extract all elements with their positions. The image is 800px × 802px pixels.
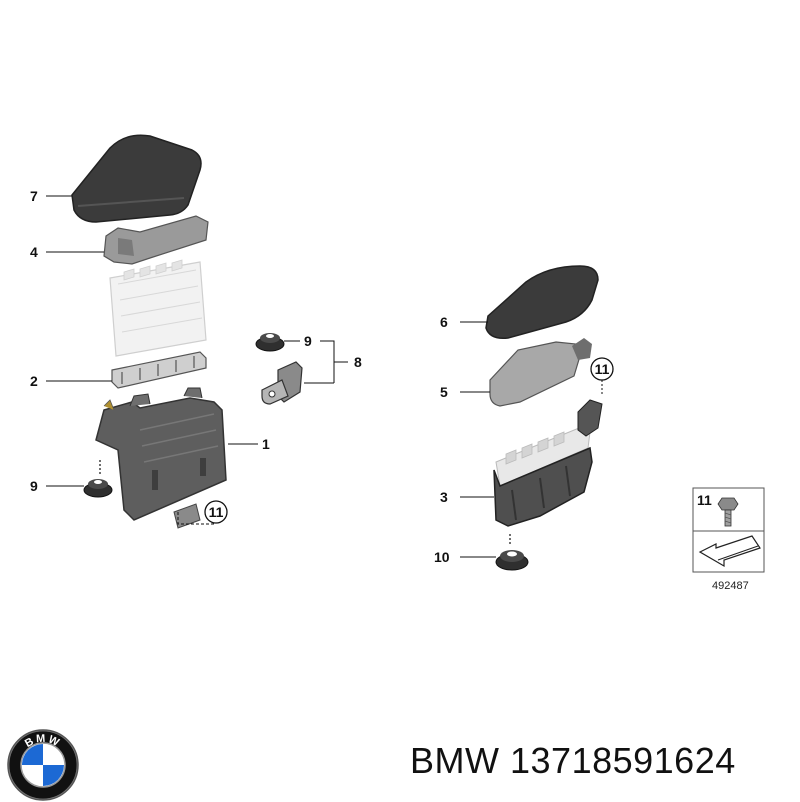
callout-11-right: 11 (595, 361, 610, 377)
part-3-carrier (493, 399, 603, 527)
svg-text:BMW: BMW (23, 733, 63, 750)
callout-11a-circle (204, 500, 228, 524)
callout-2: 2 (30, 373, 38, 389)
part-5-bracket (489, 338, 592, 407)
part-2-rail (111, 351, 207, 389)
part-8-holder (261, 361, 303, 405)
callout-6: 6 (440, 314, 448, 330)
callout-11-left: 11 (209, 504, 224, 520)
part-number-label: BMW 13718591624 (410, 740, 736, 782)
footer-part-number: 13718591624 (510, 740, 736, 781)
callout-10: 10 (434, 549, 450, 565)
bmw-logo-icon: BMW (7, 729, 79, 801)
part-6-cover (485, 265, 599, 340)
part-4-bracket (103, 215, 209, 265)
part-1-fuse-box (95, 387, 227, 529)
ecu-module-outline (109, 259, 207, 357)
callout-9-bottom: 9 (30, 478, 38, 494)
inset-box: 11 492487 (692, 487, 765, 592)
inset-number: 11 (697, 492, 712, 508)
footer-brand: BMW (410, 740, 500, 781)
callout-4: 4 (30, 244, 38, 260)
callout-1: 1 (262, 436, 270, 452)
part-9-grommet-bottom (83, 460, 113, 498)
logo-lettering: BMW (23, 733, 61, 750)
part-9-grommet-top (255, 333, 285, 352)
callout-7: 7 (30, 188, 38, 204)
part-7-cover (71, 134, 202, 223)
callout-3: 3 (440, 489, 448, 505)
bolt-icon (717, 497, 739, 527)
callout-9-top: 9 (304, 333, 312, 349)
part-10-grommet (495, 534, 529, 571)
callout-8: 8 (354, 354, 362, 370)
diagram-id: 492487 (712, 580, 749, 592)
callout-11b-circle (590, 357, 614, 381)
leader-lines-left (46, 195, 348, 525)
orientation-arrow-icon (698, 535, 761, 568)
leader-lines-right (460, 321, 603, 558)
callout-5: 5 (440, 384, 448, 400)
